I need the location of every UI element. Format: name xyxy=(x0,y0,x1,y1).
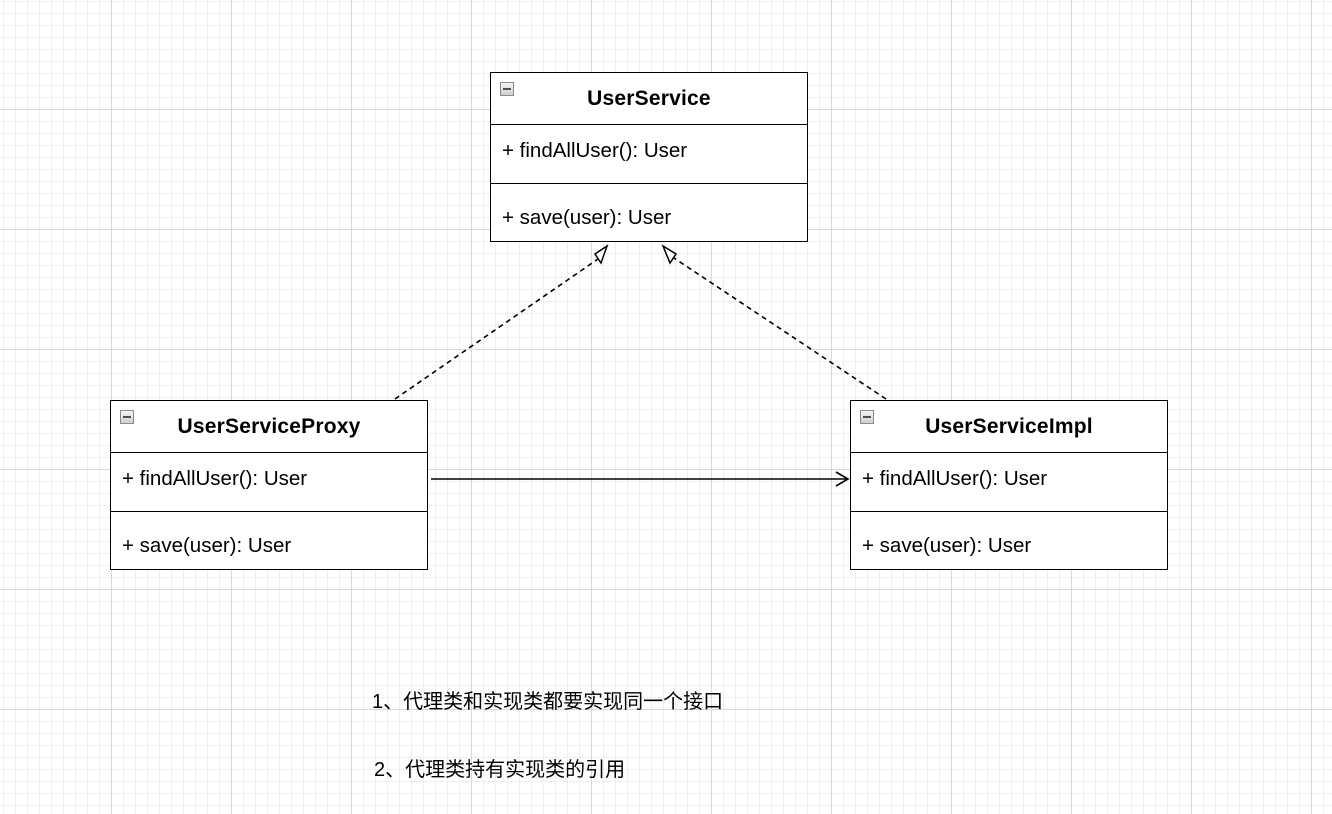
class-header: UserServiceProxy xyxy=(111,401,427,453)
note-common-interface: 1、代理类和实现类都要实现同一个接口 xyxy=(372,691,724,713)
collapse-icon[interactable] xyxy=(120,410,134,424)
method-row: + findAllUser(): User xyxy=(111,453,427,512)
class-name: UserServiceImpl xyxy=(925,414,1093,438)
method-signature: + save(user): User xyxy=(122,533,292,557)
method-signature: + findAllUser(): User xyxy=(122,467,308,490)
method-signature: + findAllUser(): User xyxy=(502,139,688,162)
method-row: + findAllUser(): User xyxy=(491,125,807,184)
class-box-user-service-impl[interactable]: UserServiceImpl + findAllUser(): User + … xyxy=(850,400,1168,570)
method-row: + save(user): User xyxy=(851,512,1167,571)
method-signature: + save(user): User xyxy=(502,205,672,229)
realization-line-impl-to-service xyxy=(673,257,887,400)
method-signature: + findAllUser(): User xyxy=(862,467,1048,490)
realization-arrowhead-left xyxy=(593,244,609,265)
collapse-icon[interactable] xyxy=(500,82,514,96)
method-row: + save(user): User xyxy=(111,512,427,571)
class-header: UserService xyxy=(491,73,807,125)
class-header: UserServiceImpl xyxy=(851,401,1167,453)
class-name: UserServiceProxy xyxy=(177,414,361,438)
method-signature: + save(user): User xyxy=(862,533,1032,557)
method-row: + findAllUser(): User xyxy=(851,453,1167,512)
realization-line-proxy-to-service xyxy=(394,258,599,400)
class-name: UserService xyxy=(587,86,711,110)
association-arrowhead xyxy=(835,471,850,487)
class-box-user-service-proxy[interactable]: UserServiceProxy + findAllUser(): User +… xyxy=(110,400,428,570)
note-holds-reference: 2、代理类持有实现类的引用 xyxy=(374,759,626,781)
collapse-icon[interactable] xyxy=(860,410,874,424)
realization-arrowhead-right xyxy=(661,244,678,265)
method-row: + save(user): User xyxy=(491,184,807,243)
class-box-user-service[interactable]: UserService + findAllUser(): User + save… xyxy=(490,72,808,242)
